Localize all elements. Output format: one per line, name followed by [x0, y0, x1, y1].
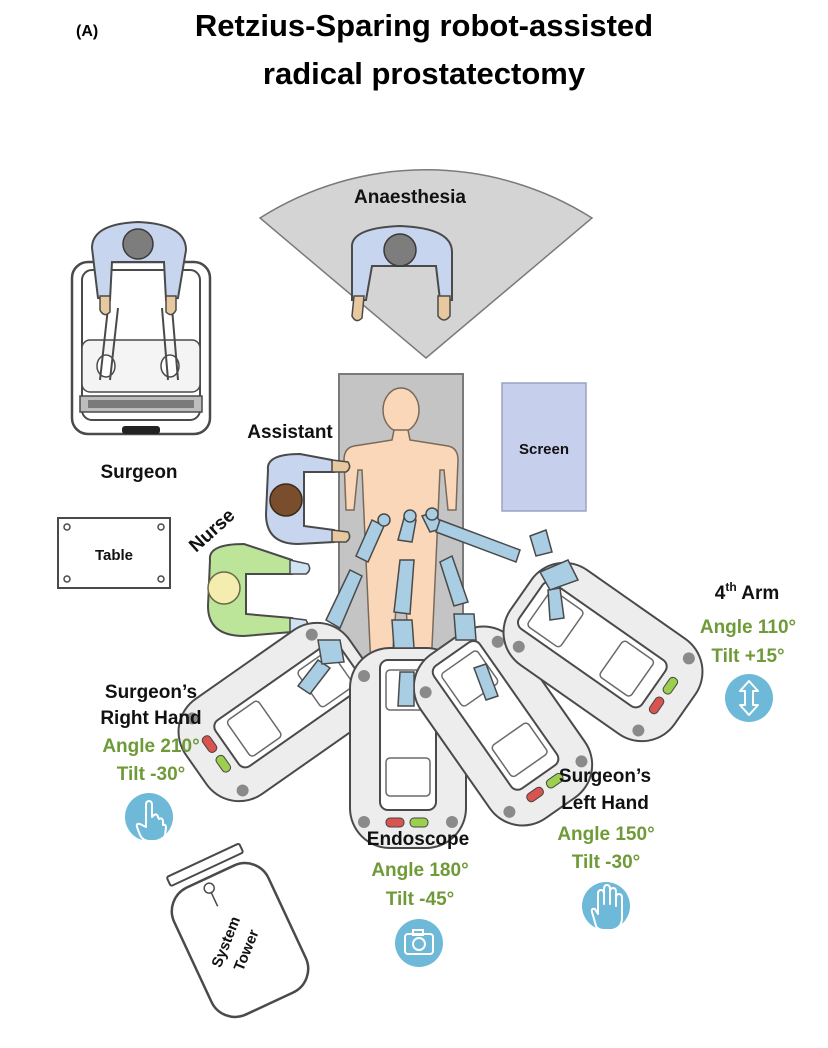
- right-hand-label-2: Right Hand: [100, 708, 201, 729]
- fourth-arm-label: 4th Arm: [715, 580, 780, 604]
- table-label: Table: [95, 547, 133, 564]
- anaesthesia-label: Anaesthesia: [354, 187, 466, 208]
- assistant-figure: [264, 452, 351, 546]
- right-hand-label-1: Surgeon’s: [105, 682, 197, 703]
- fourth-arm-label-main: 4: [715, 583, 726, 604]
- camera-icon: [395, 919, 443, 967]
- surgeon-console: [70, 260, 212, 436]
- robotic-arms: [296, 507, 580, 707]
- system-tower: [166, 842, 310, 1019]
- hand-pointing-icon: [125, 793, 173, 842]
- fourth-arm-label-sup: th: [725, 580, 736, 594]
- fourth-arm-angle: Angle 110°: [700, 617, 796, 638]
- endoscope-angle: Angle 180°: [371, 860, 468, 881]
- instrument-table: [57, 517, 171, 589]
- endoscope-tilt: Tilt -45°: [386, 889, 455, 910]
- assistant-label: Assistant: [247, 422, 333, 443]
- surgeon-label: Surgeon: [100, 462, 177, 483]
- title-line-1: Retzius-Sparing robot-assisted: [195, 8, 653, 43]
- surgeon-figure: [90, 220, 188, 316]
- fourth-arm-label-rest: Arm: [737, 583, 780, 604]
- nurse-figure: [206, 542, 311, 638]
- left-hand-tilt: Tilt -30°: [572, 852, 641, 873]
- endoscope-label: Endoscope: [367, 829, 469, 850]
- screen-monitor: [501, 382, 587, 512]
- right-hand-tilt: Tilt -30°: [117, 764, 186, 785]
- left-hand-label-1: Surgeon’s: [559, 766, 651, 787]
- left-hand-angle: Angle 150°: [557, 824, 654, 845]
- left-hand-label-2: Left Hand: [561, 793, 649, 814]
- right-hand-angle: Angle 210°: [102, 736, 199, 757]
- screen-label: Screen: [519, 441, 569, 458]
- anaesthetist-figure: [350, 224, 453, 322]
- title-line-2: radical prostatectomy: [263, 56, 586, 91]
- fourth-arm-tilt: Tilt +15°: [711, 646, 784, 667]
- hand-open-icon: [582, 882, 630, 931]
- panel-label: (A): [76, 23, 98, 40]
- up-down-arrow-icon: [725, 674, 773, 722]
